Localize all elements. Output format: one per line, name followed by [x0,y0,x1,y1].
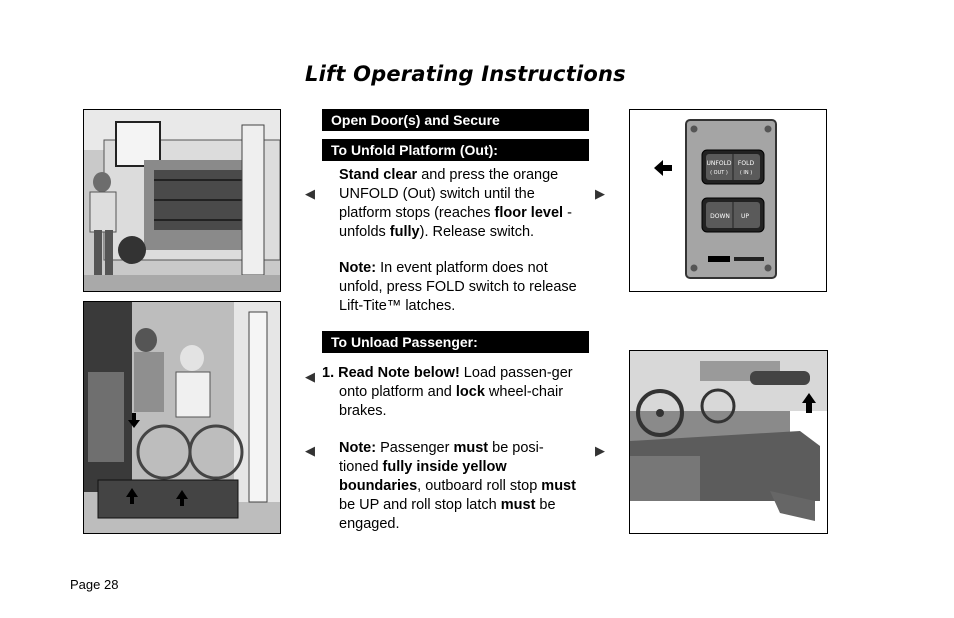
text: ). Release switch. [419,224,535,240]
bold-text: lock [455,384,485,400]
triangle-pointer-icon: ◀ [305,443,315,458]
bold-text: fully inside yellow boundaries [339,459,507,494]
triangle-pointer-icon: ▶ [595,186,605,201]
text: be posi-tioned [339,440,544,475]
text: wheel-chair brakes. [339,384,564,419]
section-unload: To Unload Passenger: [322,331,589,353]
page-number: Page 28 [70,577,119,592]
section-unfold: To Unfold Platform (Out): [322,139,589,161]
bold-text: must [453,440,489,456]
note-unfold: Note: In event platform does not unfold,… [339,259,584,316]
photo-van-lift [83,109,281,292]
photo-passenger-platform [83,301,281,534]
bold-text: Stand clear [339,167,418,183]
text: be engaged. [339,497,556,532]
arrow-icon [802,393,816,413]
photo-switch-panel: UNFOLD ( OUT ) FOLD ( IN ) DOWN UP [629,109,827,292]
text: - unfolds [339,205,572,240]
text: be UP and roll stop latch [339,497,501,513]
bold-text: fully [389,224,420,240]
note-label: Note: [339,440,377,456]
section-open-door: Open Door(s) and Secure [322,109,589,131]
step-1: 1. Read Note below! Load passen-ger onto… [322,364,584,421]
photo-wheelchair-platform [629,350,828,534]
note-passenger: Note: Passenger must be posi-tioned full… [339,439,579,534]
out-switch-label: ( OUT ) [710,170,728,176]
note-text: In event platform does not unfold, press… [339,260,577,314]
up-switch-label: UP [741,213,749,220]
arrow-icon [654,160,672,176]
text: , outboard roll stop [417,478,542,494]
bold-text: floor level [494,205,564,221]
triangle-pointer-icon: ▶ [595,443,605,458]
text: Load passen-ger onto platform and [339,365,573,400]
down-switch-label: DOWN [710,213,730,220]
bold-text: must [541,478,576,494]
bold-text: must [500,497,536,513]
fold-switch-label: FOLD [738,160,755,167]
text: and press the orange UNFOLD (Out) switch… [339,167,559,221]
bold-text: 1. Read Note below! [322,365,460,381]
unfold-instructions: Stand clear and press the orange UNFOLD … [339,166,584,242]
text: Passenger [376,440,454,456]
in-switch-label: ( IN ) [740,170,752,176]
triangle-pointer-icon: ◀ [305,369,315,384]
unfold-switch-label: UNFOLD [706,160,731,167]
page-title: Lift Operating Instructions [305,62,626,86]
triangle-pointer-icon: ◀ [305,186,315,201]
note-label: Note: [339,260,377,276]
